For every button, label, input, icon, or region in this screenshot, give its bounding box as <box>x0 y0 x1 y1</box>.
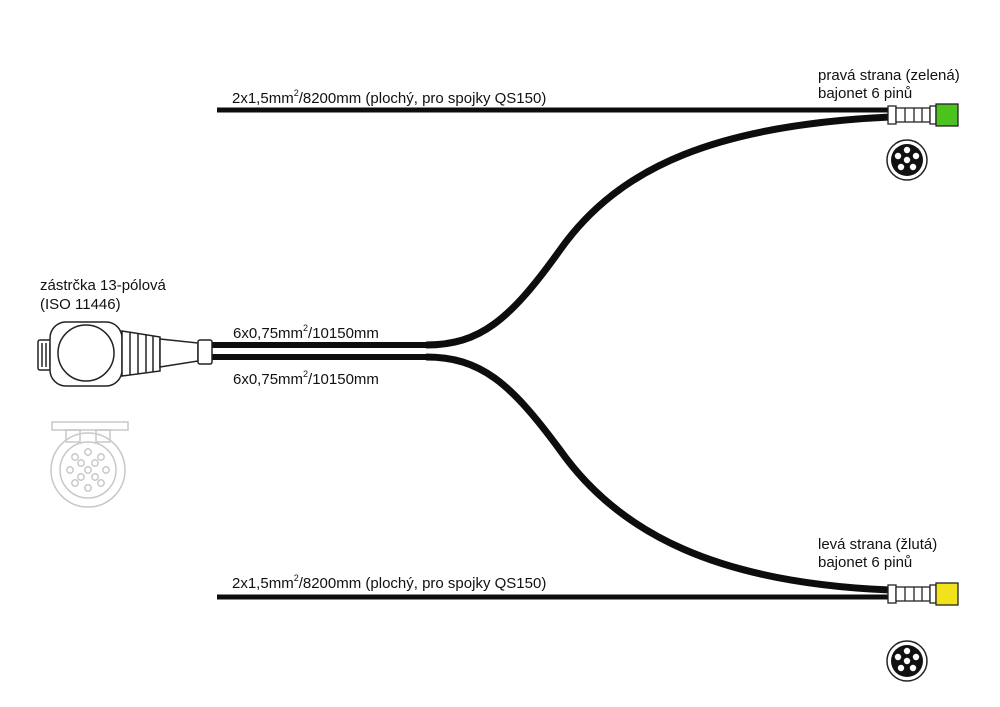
round-cable-upper-label: 6x0,75mm2/10150mm <box>233 323 379 342</box>
plug-standard: (ISO 11446) <box>40 296 121 313</box>
plug-face-view-ring <box>50 432 126 508</box>
plug-face-view-pins <box>66 448 110 492</box>
bottom-flat-cable-label: 2x1,5mm2/8200mm (plochý, pro spojky QS15… <box>232 573 546 592</box>
left-side-title: levá strana (žlutá) <box>818 536 937 553</box>
plug-face-view <box>50 421 129 508</box>
round-cable-lower-branch <box>425 353 891 594</box>
plug-title: zástrčka 13-pólová <box>40 277 167 294</box>
right-side-connector-type: bajonet 6 pinů <box>818 85 912 102</box>
plug-grip <box>121 330 161 377</box>
right-connector-head <box>935 103 959 127</box>
cables <box>212 107 891 600</box>
plug-13-pin <box>37 321 213 387</box>
left-socket-face <box>886 640 928 682</box>
left-socket-pins <box>894 647 920 672</box>
top-flat-cable-label: 2x1,5mm2/8200mm (plochý, pro spojky QS15… <box>232 88 546 107</box>
left-connector-head <box>935 582 959 606</box>
right-socket-pins <box>894 146 920 171</box>
round-cable-upper-branch <box>425 113 891 349</box>
right-side-title: pravá strana (zelená) <box>818 67 960 84</box>
round-cable-lower-label: 6x0,75mm2/10150mm <box>233 369 379 388</box>
plug-face <box>57 324 115 382</box>
right-connector <box>887 103 959 127</box>
plug-sleeve <box>197 339 213 365</box>
plug-strain-relief <box>159 338 199 368</box>
left-connector <box>887 582 959 606</box>
right-socket-face <box>886 139 928 181</box>
left-side-connector-type: bajonet 6 pinů <box>818 554 912 571</box>
